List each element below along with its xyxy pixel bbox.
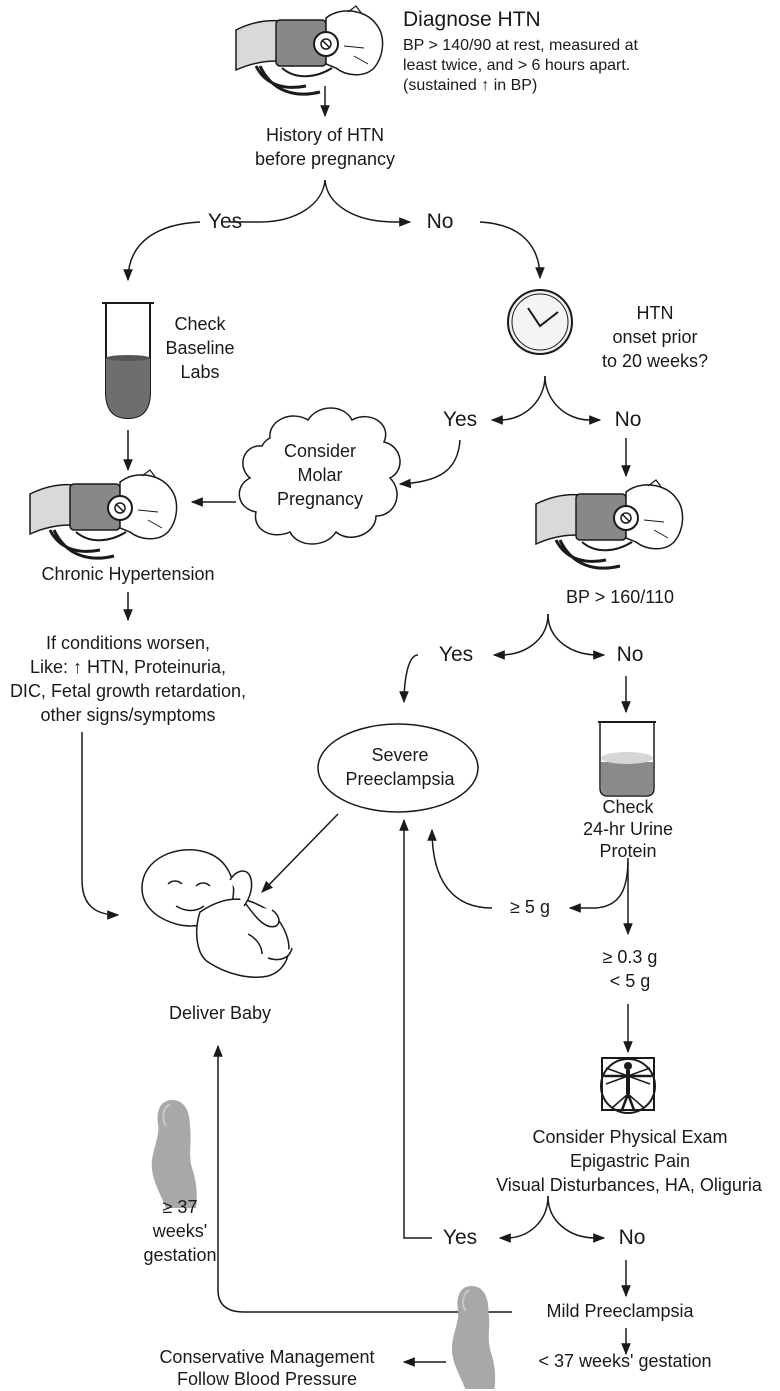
ge5-label: ≥ 5 g xyxy=(510,897,550,917)
onset-line1: HTN xyxy=(636,303,674,323)
branch3-no-label: No xyxy=(616,643,644,666)
arrow-history-yes xyxy=(230,179,326,223)
arrow-exam-no xyxy=(547,1195,606,1243)
urine-line1: Check xyxy=(602,797,654,817)
bp-160-label: BP > 160/110 xyxy=(566,587,674,607)
arrow-yes-to-severe xyxy=(399,654,419,704)
arrow-no-to-clock xyxy=(479,221,545,280)
conservative-line2: Follow Blood Pressure xyxy=(176,1369,358,1389)
worsen-line2: Like: ↑ HTN, Proteinuria, xyxy=(29,657,227,677)
urine-line2: 24-hr Urine xyxy=(582,819,674,839)
chronic-hypertension-label: Chronic Hypertension xyxy=(41,564,215,584)
severe-line1: Severe xyxy=(371,745,429,765)
worsen-line1: If conditions worsen, xyxy=(45,633,211,653)
branch4-no-label: No xyxy=(618,1226,646,1249)
cloud-shape xyxy=(238,407,401,545)
beaker-icon xyxy=(598,721,656,797)
branch2-yes-label: Yes xyxy=(442,408,478,431)
arrow-yes-to-severe-long xyxy=(399,818,432,1239)
range-line2: < 5 g xyxy=(609,971,651,991)
branch2-no-label: No xyxy=(614,408,642,431)
exam-line3: Visual Disturbances, HA, Oliguria xyxy=(496,1175,762,1195)
range-line1: ≥ 0.3 g xyxy=(602,947,658,967)
branch4-yes-label: Yes xyxy=(442,1226,478,1249)
history-line2: before pregnancy xyxy=(254,149,396,169)
arrow-mild-to-deliver xyxy=(213,1044,512,1313)
arrow-onset-yes xyxy=(490,375,546,425)
arrow-history-no xyxy=(324,179,412,227)
gest37-line2: weeks' xyxy=(152,1221,208,1241)
arrow-bp-yes xyxy=(492,613,549,660)
diagnose-line3: (sustained ↑ in BP) xyxy=(403,77,538,94)
molar-line1: Consider xyxy=(283,441,357,461)
deliver-baby-label: Deliver Baby xyxy=(168,1003,272,1023)
worsen-line4: other signs/symptoms xyxy=(40,705,216,725)
gest37-line1: ≥ 37 xyxy=(162,1197,198,1217)
arrow-urine-ge5 xyxy=(568,857,629,913)
bp-cuff-icon-right xyxy=(534,478,685,570)
arrow-ge5-to-severe xyxy=(427,828,493,909)
gest37-line3: gestation xyxy=(143,1245,217,1265)
conservative-line1: Conservative Management xyxy=(159,1347,375,1367)
bp-cuff-icon-chronic xyxy=(28,468,179,560)
diagnose-line2: least twice, and > 6 hours apart. xyxy=(403,57,631,74)
lt37-label: < 37 weeks' gestation xyxy=(538,1351,712,1371)
severe-line2: Preeclampsia xyxy=(345,769,455,789)
onset-line2: onset prior xyxy=(612,327,698,347)
history-line1: History of HTN xyxy=(265,125,384,145)
bp-cuff-icon-top xyxy=(234,4,385,96)
baby-icon xyxy=(141,849,293,978)
diagnose-line1: BP > 140/90 at rest, measured at xyxy=(403,37,638,54)
woman-silhouette-icon-lower xyxy=(450,1285,497,1389)
branch3-yes-label: Yes xyxy=(438,643,474,666)
urine-line3: Protein xyxy=(599,841,657,861)
mild-preeclampsia-label: Mild Preeclampsia xyxy=(546,1301,694,1321)
branch1-no-label: No xyxy=(426,210,454,233)
baseline-line2: Baseline xyxy=(165,338,235,358)
arrow-yes-to-labs xyxy=(123,221,201,282)
worsen-line3: DIC, Fetal growth retardation, xyxy=(9,681,247,701)
severe-ellipse xyxy=(317,723,479,813)
clock-icon xyxy=(507,289,573,355)
baseline-line1: Check xyxy=(174,314,226,334)
diagnose-title: Diagnose HTN xyxy=(403,8,541,31)
onset-line3: to 20 weeks? xyxy=(601,351,709,371)
exam-line2: Epigastric Pain xyxy=(569,1151,691,1171)
test-tube-icon xyxy=(102,302,154,420)
arrow-exam-yes xyxy=(498,1195,549,1243)
arrow-bp-no xyxy=(547,613,606,660)
molar-line2: Molar xyxy=(297,465,343,485)
woman-silhouette-icon-upper xyxy=(150,1099,198,1209)
arrow-onset-no xyxy=(544,375,602,425)
branch1-yes-label: Yes xyxy=(207,210,243,233)
molar-line3: Pregnancy xyxy=(276,489,364,509)
arrow-worsen-to-baby xyxy=(81,732,120,920)
vitruvian-man-icon xyxy=(600,1057,656,1114)
arrow-severe-to-baby xyxy=(261,813,339,893)
arrow-yes-to-molar xyxy=(398,439,461,489)
exam-line1: Consider Physical Exam xyxy=(532,1127,728,1147)
baseline-line3: Labs xyxy=(180,362,220,382)
